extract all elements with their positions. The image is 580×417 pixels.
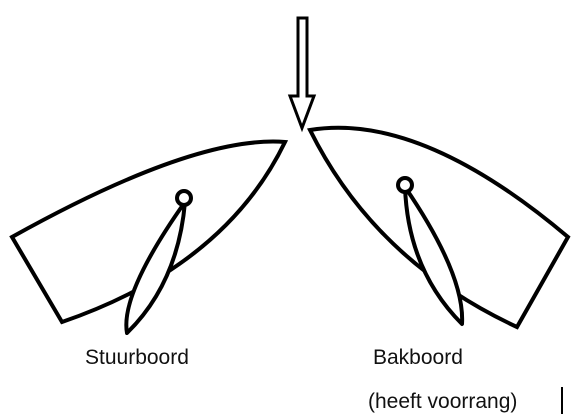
port-label: Bakboord — [373, 346, 463, 369]
port-boat — [307, 125, 571, 330]
text-cursor — [561, 387, 563, 414]
right-of-way-note: (heeft voorrang) — [368, 390, 518, 413]
starboard-label: Stuurboord — [85, 346, 189, 369]
port-boat-sail — [403, 185, 465, 326]
starboard-boat-mast — [175, 189, 193, 207]
starboard-boat-sail — [124, 200, 187, 335]
starboard-boat — [9, 139, 289, 335]
port-boat-hull — [307, 125, 571, 330]
wind-arrow-icon — [287, 16, 317, 133]
port-boat-mast — [396, 176, 414, 194]
